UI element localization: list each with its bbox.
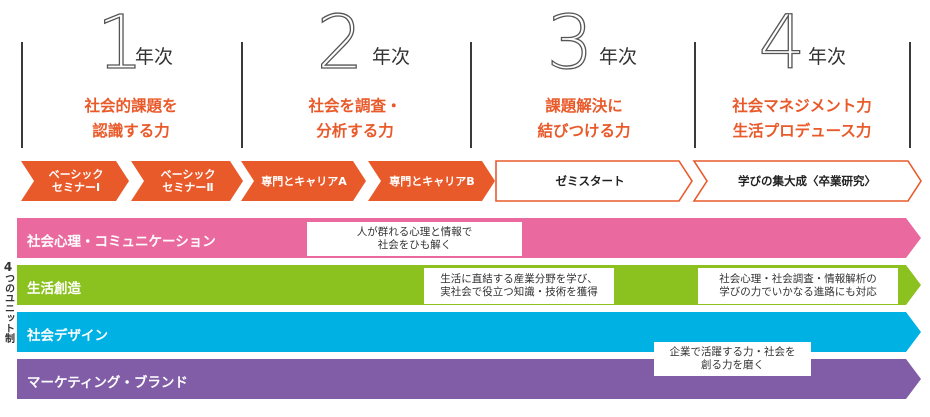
svg-text:1: 1 <box>96 6 143 76</box>
course-chevron-shape <box>692 160 922 202</box>
year-1-suffix: 年次 <box>135 46 174 68</box>
year-4-suffix: 年次 <box>808 46 847 68</box>
skill-line: 認識する力 <box>92 122 170 140</box>
note-psychology: 人が群れる心理と情報で 社会をひも解く <box>307 222 522 256</box>
year-3-skill: 課題解決に 結びつける力 <box>479 94 689 144</box>
year-4-skill: 社会マネジメント力 生活プロデュース力 <box>697 94 907 144</box>
year-3-number: 3 <box>540 6 600 76</box>
year-3-suffix: 年次 <box>599 46 638 68</box>
course-chevron-shape <box>368 161 495 201</box>
note-marketing: 企業で活躍する力・社会を 創る力を磨く <box>654 342 811 376</box>
year-1-number: 1 <box>90 6 150 76</box>
course-chevron-shape <box>241 161 366 201</box>
course-career-b: 専門とキャリアB <box>389 174 475 188</box>
year-divider <box>909 42 911 148</box>
unit-label-marketing: マーケティング・ブランド <box>27 375 188 391</box>
year-4-number: 4 <box>752 6 812 76</box>
unit-system-label: 4 つのユニット制 <box>2 260 14 343</box>
year-divider <box>241 42 243 148</box>
course-basic-seminar-2: ベーシック セミナーⅡ <box>160 168 216 194</box>
unit-count: 4 <box>3 260 13 274</box>
note-life-creation: 生活に直結する産業分野を学び、 実社会で役立つ知識・技術を獲得 <box>424 268 614 304</box>
course-seminar-start: ゼミスタート <box>555 173 625 188</box>
svg-text:2: 2 <box>316 6 363 76</box>
svg-text:4: 4 <box>758 6 805 76</box>
skill-line: 社会的課題を <box>84 97 178 115</box>
year-2-number: 2 <box>310 6 370 76</box>
svg-text:3: 3 <box>546 6 593 76</box>
unit-label-psychology: 社会心理・コミュニケーション <box>27 234 216 250</box>
skill-line: 分析する力 <box>316 122 394 140</box>
year-divider <box>21 42 23 148</box>
course-chevron-shape <box>131 161 243 201</box>
note-career-paths: 社会心理・社会調査・情報解析の 学びの力でいかなる進路にも対応 <box>698 268 898 304</box>
course-career-a: 専門とキャリアA <box>261 174 347 188</box>
course-chevron-shape <box>21 161 129 201</box>
year-divider <box>694 42 696 148</box>
course-graduation-research: 学びの集大成〈卒業研究〉 <box>738 173 876 188</box>
year-1-skill: 社会的課題を 認識する力 <box>26 94 236 144</box>
skill-line: 社会を調査・ <box>308 97 402 115</box>
skill-line: 課題解決に <box>545 97 623 115</box>
course-chevron-shape <box>495 160 693 202</box>
year-2-skill: 社会を調査・ 分析する力 <box>250 94 460 144</box>
year-2-suffix: 年次 <box>372 46 411 68</box>
skill-line: 結びつける力 <box>537 122 631 140</box>
course-basic-seminar-1: ベーシック セミナーⅠ <box>48 168 104 194</box>
year-divider <box>470 42 472 148</box>
unit-system-text: つのユニット制 <box>2 273 14 343</box>
skill-line: 生活プロデュース力 <box>732 122 872 140</box>
unit-label-life-creation: 生活創造 <box>27 281 81 297</box>
skill-line: 社会マネジメント力 <box>732 97 872 115</box>
unit-label-social-design: 社会デザイン <box>27 328 108 344</box>
